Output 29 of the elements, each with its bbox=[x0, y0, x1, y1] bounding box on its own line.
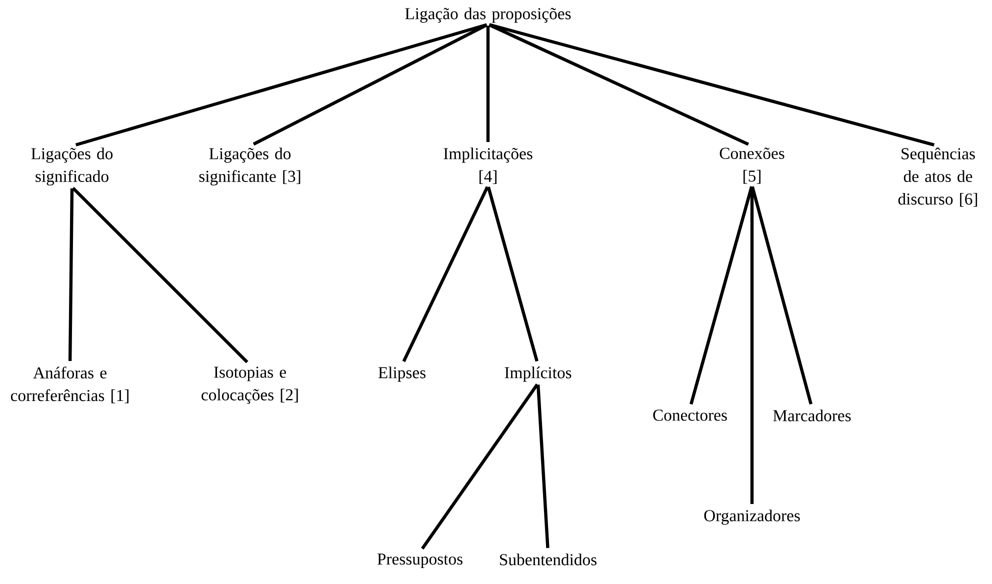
tree-line bbox=[488, 23, 750, 146]
tree-line bbox=[68, 188, 74, 362]
tree-line bbox=[420, 384, 539, 550]
topic-label: Implícitos bbox=[504, 366, 572, 382]
tree-line bbox=[488, 23, 935, 146]
tree-line bbox=[252, 24, 488, 146]
topic-label: Elipses bbox=[378, 366, 426, 382]
topic-label: Sequências de atos de discurso [6] bbox=[898, 148, 978, 207]
topic-label: Ligações do significante [3] bbox=[199, 148, 300, 186]
topic-label: Ligações do significado bbox=[31, 148, 113, 186]
topic-label: Marcadores bbox=[773, 410, 851, 422]
topic-label: Implicitações [4] bbox=[444, 148, 532, 184]
tree-line bbox=[75, 23, 488, 146]
tree-line bbox=[72, 186, 248, 364]
topic-label: Subentendidos bbox=[500, 554, 596, 566]
tree-line bbox=[486, 26, 490, 142]
tree-line bbox=[536, 384, 550, 548]
tree-line bbox=[750, 186, 754, 504]
root-label: Ligação das proposições bbox=[405, 8, 571, 23]
topic-label: Pressupostos bbox=[377, 554, 462, 568]
topic-label: Conexões [5] bbox=[720, 148, 784, 184]
tree-line bbox=[402, 186, 489, 362]
topic-label: Anáforas e correferências [1] bbox=[10, 366, 128, 404]
topic-label: Organizadores bbox=[704, 510, 800, 525]
tree-line bbox=[486, 186, 538, 362]
topic-label: Isotopias e colocações [2] bbox=[202, 366, 298, 404]
tree-line bbox=[690, 186, 754, 405]
tree-line bbox=[750, 186, 812, 405]
topic-label: Conectores bbox=[653, 410, 727, 421]
